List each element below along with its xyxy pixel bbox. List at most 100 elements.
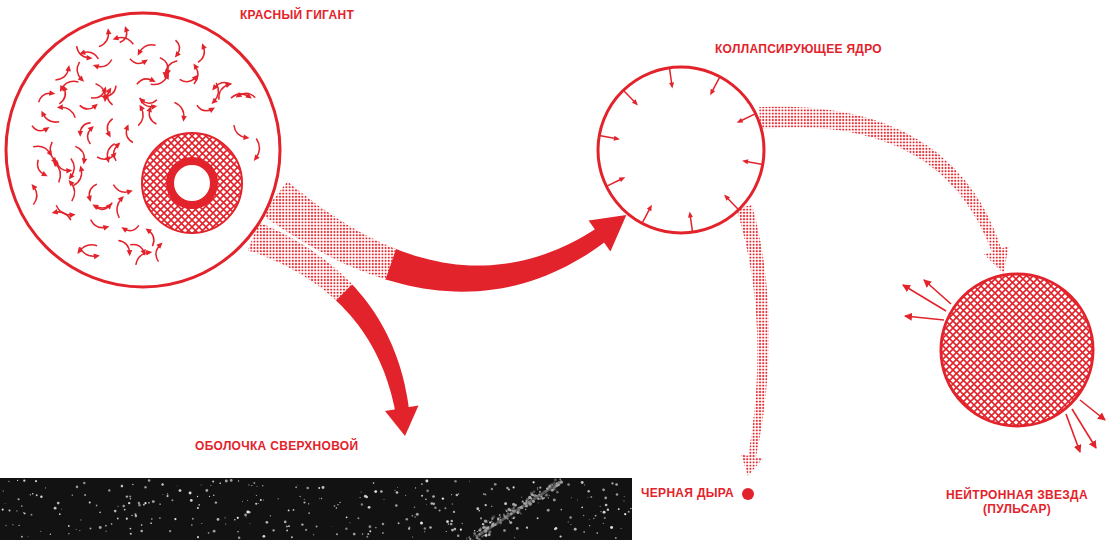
star	[17, 480, 18, 481]
star	[150, 522, 152, 524]
nebula-dot	[504, 515, 505, 516]
star	[18, 498, 20, 500]
star	[16, 510, 17, 511]
star	[249, 522, 251, 524]
nebula-dot	[530, 494, 531, 495]
star	[21, 505, 23, 507]
star	[604, 517, 606, 519]
star	[128, 502, 130, 504]
star	[454, 528, 457, 531]
star	[446, 531, 447, 532]
convection-arrowhead	[88, 126, 94, 132]
neutron-star-circle-shape	[939, 272, 1095, 428]
nebula-dot	[522, 501, 524, 503]
star	[514, 537, 515, 538]
star	[18, 525, 19, 526]
star	[615, 483, 618, 486]
star	[179, 489, 182, 492]
star	[143, 504, 145, 506]
nebula-dot	[539, 486, 541, 488]
star	[525, 509, 527, 511]
convection-arrowhead	[57, 104, 63, 110]
star	[61, 508, 62, 509]
star	[242, 501, 244, 503]
convection-arrowhead	[193, 64, 199, 71]
nebula-dot	[483, 524, 484, 525]
convection-arrowhead	[225, 83, 232, 88]
convection-arrowhead	[77, 248, 83, 255]
collapsing-core-circle: КОЛЛАПСИРУЮЩЕЕ ЯДРО	[596, 65, 766, 235]
star	[426, 489, 429, 492]
star	[192, 518, 194, 520]
star	[208, 532, 210, 534]
star	[122, 505, 125, 508]
star	[189, 492, 192, 495]
convection-arrowhead	[103, 225, 110, 230]
star	[462, 523, 464, 525]
star	[251, 485, 252, 486]
star	[161, 483, 163, 485]
star	[408, 528, 410, 530]
star	[131, 515, 132, 516]
star	[595, 515, 597, 517]
convection-arrowhead	[105, 131, 110, 138]
convection-arrowhead	[92, 205, 99, 210]
star	[581, 507, 583, 509]
convection-arrowhead	[91, 104, 97, 110]
collapse-tick-head	[688, 211, 693, 217]
star	[439, 510, 441, 512]
convection-arrows	[32, 26, 260, 265]
star	[603, 511, 606, 514]
star	[288, 525, 290, 527]
star	[284, 521, 287, 524]
nebula-dot	[503, 513, 505, 515]
star	[89, 501, 91, 503]
star	[167, 493, 168, 494]
nebula-dot	[528, 496, 531, 499]
convection-arrowhead	[140, 105, 145, 112]
star	[246, 510, 249, 513]
star	[286, 525, 288, 527]
star	[24, 512, 26, 514]
star	[588, 519, 590, 521]
nebula-dot	[485, 520, 488, 523]
star	[630, 508, 632, 510]
nebula-dot	[492, 515, 495, 518]
star	[593, 518, 594, 519]
nebula-dot	[556, 491, 558, 493]
star	[396, 491, 399, 494]
convection-arrowhead	[86, 195, 91, 202]
hot-core	[142, 133, 242, 233]
star	[99, 526, 102, 529]
star	[291, 536, 293, 538]
star	[255, 503, 257, 505]
star	[451, 494, 452, 495]
star	[253, 482, 255, 484]
star	[278, 498, 279, 499]
nebula-dot	[466, 538, 467, 539]
star	[415, 487, 416, 488]
star	[361, 503, 363, 505]
star	[482, 523, 484, 525]
star	[272, 529, 274, 531]
convection-arrowhead	[146, 229, 153, 235]
star	[583, 531, 584, 532]
nebula-dot	[473, 535, 474, 536]
convection-arrowhead	[87, 55, 93, 61]
star	[584, 484, 585, 485]
convection-arrowhead	[41, 111, 46, 118]
star	[560, 509, 562, 511]
collapse-tick-head	[737, 118, 743, 123]
star	[442, 497, 444, 499]
nebula-dot	[488, 531, 491, 534]
convection-arrowhead	[79, 49, 86, 54]
convection-arrowhead	[113, 35, 120, 40]
star	[126, 518, 128, 520]
star	[141, 524, 143, 526]
star	[604, 497, 607, 500]
pulsar-ray	[1080, 400, 1105, 420]
convection-arrowhead	[212, 98, 218, 104]
star	[600, 511, 601, 512]
star	[190, 499, 193, 502]
